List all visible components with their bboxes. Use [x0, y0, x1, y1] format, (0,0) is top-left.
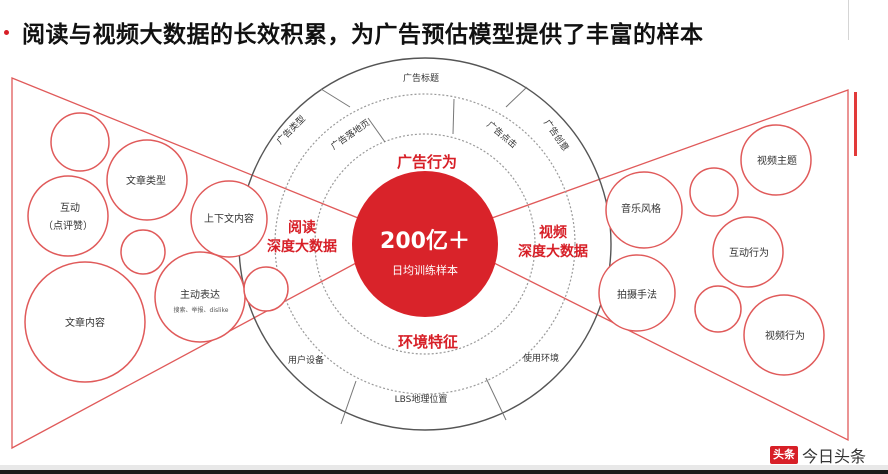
bubble-label: （点评赞）: [43, 219, 93, 232]
bubble-label: 视频主题: [757, 154, 797, 167]
bubble-label: 拍摄手法: [617, 288, 657, 301]
bubble: [120, 229, 166, 275]
environment-item: 用户设备: [288, 354, 324, 366]
bottom-bar: [0, 465, 888, 474]
environment-item: 使用环境: [523, 352, 559, 364]
inner-ring: [314, 133, 536, 355]
bubble-label: 互动行为: [729, 246, 769, 259]
ring-divider: [485, 377, 507, 421]
bubble: [740, 124, 812, 196]
ad-outer-item: 广告创意: [541, 117, 571, 153]
center-value: 200亿＋: [380, 229, 470, 254]
bubble: [743, 294, 825, 376]
bubble-label-small: 搜索、举报、dislike: [174, 306, 229, 314]
bubble: [106, 139, 188, 221]
brand-name: 今日头条: [802, 447, 867, 466]
video-bubbles: [598, 124, 825, 376]
bubble: [27, 175, 109, 257]
bubble: [243, 266, 289, 312]
center-circle: [352, 171, 498, 317]
bubble: [24, 261, 146, 383]
middle-ring: [274, 93, 576, 395]
bubble-label: 文章类型: [126, 174, 166, 187]
bubble: [598, 254, 676, 332]
ring-divider: [367, 117, 386, 143]
bubble: [190, 180, 268, 258]
bubble-label: 上下文内容: [204, 212, 254, 225]
ring-divider: [505, 86, 528, 108]
ad-behavior-label: 广告行为: [397, 153, 457, 171]
reading-bubbles: [24, 112, 289, 383]
bubble-label: 音乐风格: [621, 202, 661, 215]
brand-badge: 头条: [770, 446, 798, 464]
page-title: 阅读与视频大数据的长效积累，为广告预估模型提供了丰富的样本: [22, 22, 704, 48]
ad-outer-item: 广告标题: [403, 72, 439, 84]
ad-inner-item: 广告点击: [484, 119, 519, 151]
video-label: 视频: [539, 224, 567, 241]
ring-divider: [340, 380, 357, 425]
bubble-label: 视频行为: [765, 329, 805, 342]
ring-divider: [320, 88, 351, 108]
environment-label: 环境特征: [398, 333, 458, 351]
bubble-label: 文章内容: [65, 316, 105, 329]
reading-label: 阅读: [288, 219, 316, 236]
ring-divider: [452, 98, 455, 135]
title-marker: [4, 30, 9, 35]
video-label-sub: 深度大数据: [518, 243, 588, 260]
bubble: [50, 112, 110, 172]
bubble: [605, 171, 683, 249]
top-edge-line: [848, 0, 855, 40]
scroll-indicator[interactable]: [854, 92, 857, 156]
bottom-edge: [0, 470, 888, 474]
bubble: [689, 167, 739, 217]
bubble-label: 主动表达: [180, 288, 220, 301]
environment-item: LBS地理位置: [395, 393, 448, 405]
brand-logo: 头条 今日头条: [770, 445, 867, 466]
center-caption: 日均训练样本: [392, 263, 458, 277]
bubble-label: 互动: [60, 202, 80, 214]
bubble: [712, 216, 784, 288]
ad-inner-item: 广告落地页: [328, 117, 372, 153]
bubble: [694, 285, 742, 333]
reading-label-sub: 深度大数据: [267, 238, 337, 255]
